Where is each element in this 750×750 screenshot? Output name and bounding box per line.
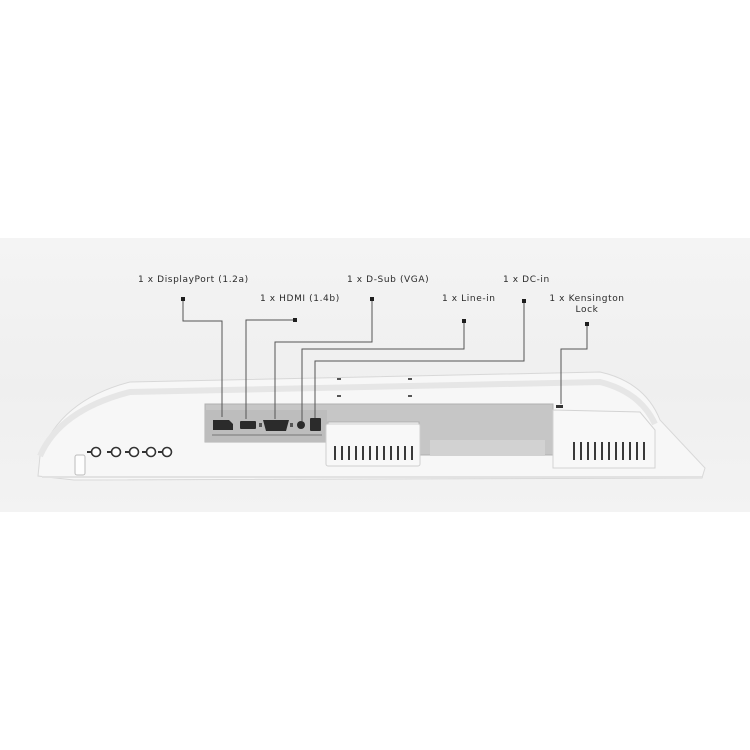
- vga-icon: [263, 420, 289, 431]
- button-icon[interactable]: [87, 446, 102, 458]
- power-button-icon[interactable]: [158, 446, 173, 458]
- mounting-marks: [337, 378, 412, 397]
- audio-jack-icon: [297, 421, 305, 429]
- dc-in-icon: [310, 418, 321, 431]
- kensington-slot-icon: [556, 405, 563, 408]
- callout-markers: [181, 297, 589, 326]
- kensington-leader: [560, 325, 588, 404]
- port-legend-strip: [212, 434, 322, 436]
- dcin-leader: [314, 302, 525, 418]
- button-icon[interactable]: [125, 446, 140, 458]
- dsub-label: 1 x D-Sub (VGA): [347, 275, 430, 285]
- kensington-label-line1: 1 x Kensington: [549, 294, 625, 304]
- callout-leaders: [182, 300, 588, 421]
- kensington-label-line2: Lock: [575, 305, 599, 315]
- hdmi-icon: [240, 421, 256, 429]
- control-buttons: [87, 446, 173, 458]
- kensington-label: 1 x Kensington Lock: [547, 294, 627, 316]
- displayport-leader: [182, 300, 223, 417]
- ports: [212, 418, 322, 436]
- hdmi-label: 1 x HDMI (1.4b): [260, 294, 340, 304]
- vent-slots: [334, 446, 413, 460]
- vga-screw-icon: [290, 423, 293, 427]
- dcin-label: 1 x DC-in: [503, 275, 550, 285]
- displayport-label: 1 x DisplayPort (1.2a): [138, 275, 249, 285]
- right-vent-housing: [552, 409, 656, 469]
- lower-recess: [430, 440, 545, 456]
- vga-screw-icon: [259, 423, 262, 427]
- dsub-leader: [274, 300, 373, 419]
- vent-slots: [573, 442, 645, 460]
- displayport-icon: [213, 420, 233, 430]
- button-icon[interactable]: [142, 446, 157, 458]
- housing-edge: [37, 378, 658, 458]
- left-latch: [74, 454, 86, 476]
- button-icon[interactable]: [107, 446, 122, 458]
- linein-leader: [301, 321, 465, 421]
- hdmi-leader: [245, 319, 295, 419]
- linein-label: 1 x Line-in: [442, 294, 496, 304]
